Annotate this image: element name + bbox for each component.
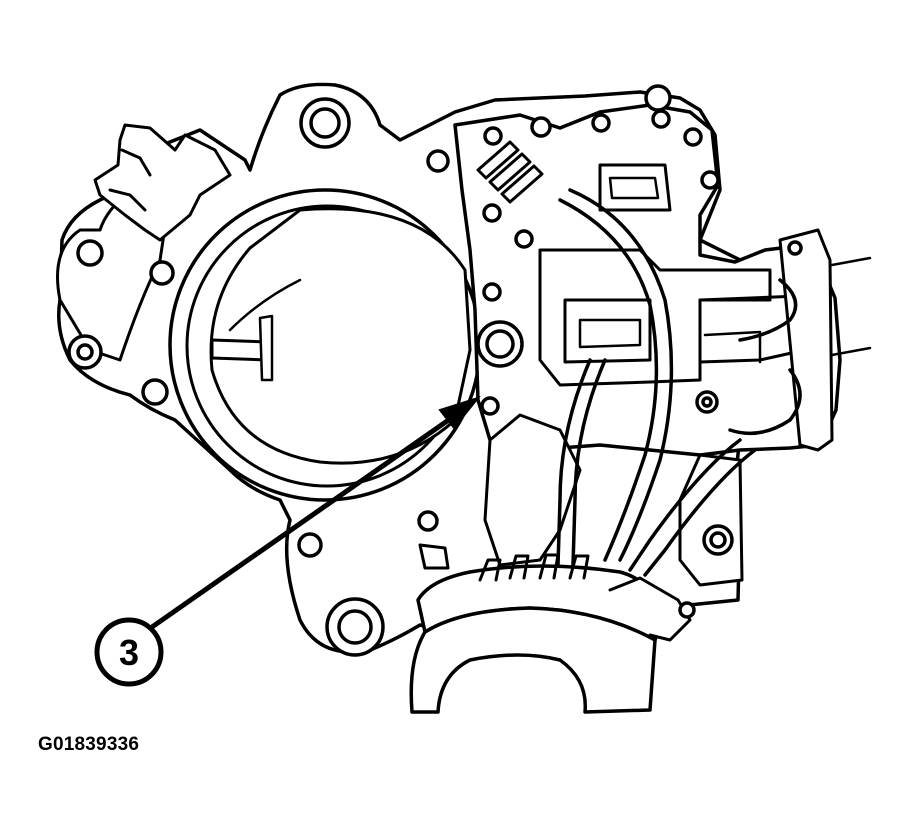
callout-number: 3 [119,632,139,673]
figure-code: G01839336 [38,734,140,755]
mount-hole-left-lower [141,378,169,406]
wiring-harness [556,188,802,577]
callout-leader [149,396,481,630]
end-connector [778,228,834,452]
bore-opening [209,207,472,465]
harness-sleeve [409,606,657,714]
callout-balloon-3: 3 [94,617,164,687]
vent-slots [476,140,544,204]
